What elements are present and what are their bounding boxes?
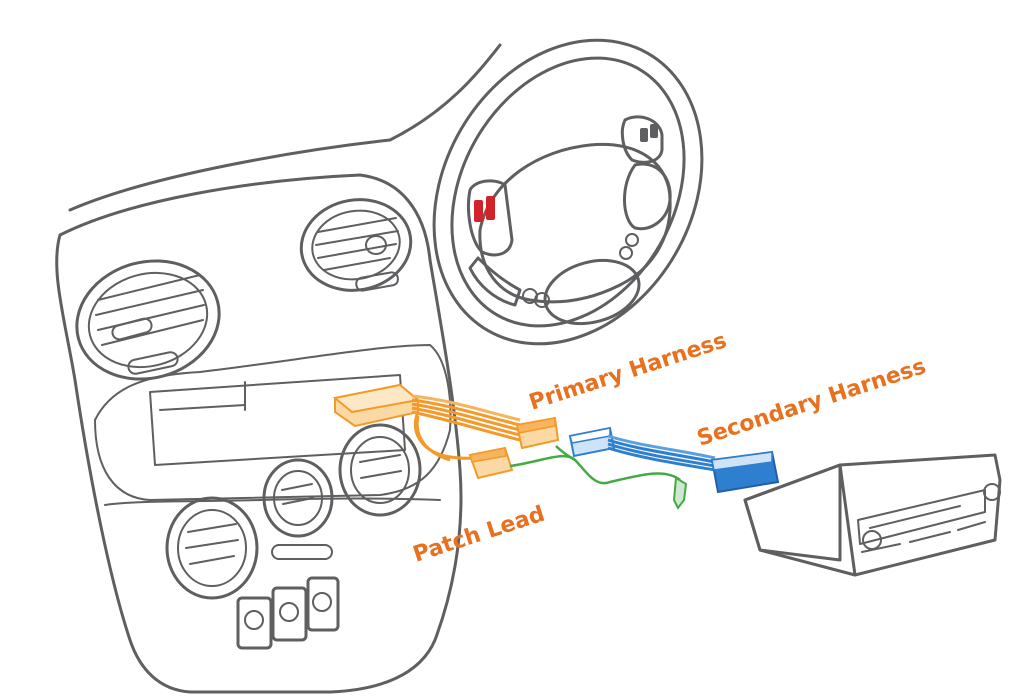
patch-lead-jack: [672, 476, 688, 510]
steering-button-up: [474, 200, 483, 222]
patch-lead: [509, 445, 688, 510]
climate-knob-right: [338, 423, 422, 517]
dashboard: [55, 43, 502, 694]
steering-control-buttons: [474, 124, 658, 222]
steering-button-right: [640, 128, 648, 142]
patch-lead-label: Patch Lead: [410, 502, 548, 568]
climate-knob-left: [165, 496, 259, 600]
steering-wheel: [432, 38, 704, 346]
air-vent-left: [75, 259, 221, 381]
secondary-harness-label: Secondary Harness: [694, 354, 929, 452]
primary-harness: [332, 383, 560, 480]
car-stereo-head-unit: [743, 453, 1002, 577]
secondary-harness: [568, 426, 780, 494]
air-vent-right: [299, 198, 413, 292]
steering-button-right-2: [650, 124, 658, 138]
climate-knob-center: [262, 458, 334, 538]
steering-button-down: [486, 196, 495, 220]
